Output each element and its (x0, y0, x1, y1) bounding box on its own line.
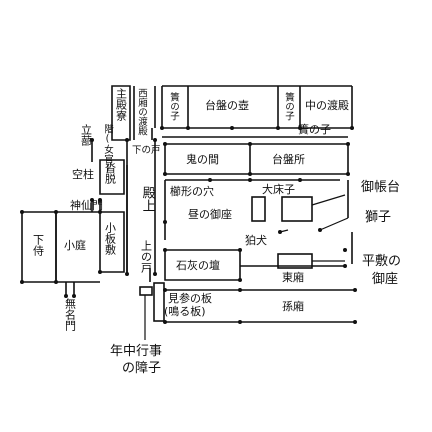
pillar-dots (20, 126, 357, 324)
hiru-no-goza-outline (164, 179, 340, 240)
label-higashibisashi: 東廂 (282, 271, 304, 284)
leader-shishi (319, 217, 349, 231)
koitajiki-box (99, 211, 125, 273)
label-naka-no-watadono: 中の渡殿 (305, 99, 349, 112)
label-daibandokoro: 台盤所 (272, 153, 305, 166)
north-outer-wall (161, 86, 353, 129)
michodai-box (281, 196, 313, 222)
label-kenzan-2: (鳴る板) (164, 305, 206, 318)
label-nishibisashi-watadono: 西廂の渡殿 (135, 88, 147, 136)
label-komainu: 狛犬 (245, 234, 267, 247)
label-shishi: 獅子 (365, 210, 392, 225)
west-corridor (133, 86, 156, 140)
label-shimo-no-to: 下の戸 (132, 145, 161, 156)
daibandokoro-box (250, 143, 349, 175)
label-koniwa: 小庭 (64, 239, 86, 252)
label-shimozamurai: 下侍 (31, 234, 45, 256)
label-nenchu-1: 年中行事 (110, 344, 163, 359)
label-sunoko-2: 簀の子 (282, 92, 294, 121)
label-sunoko-3: 簀の子 (298, 123, 331, 136)
label-nenchu-2: の障子 (122, 361, 162, 376)
label-kushigata-no-ana: 櫛形の穴 (170, 185, 214, 198)
label-kenzan-1: 見参の板 (168, 292, 212, 305)
label-koitajiki: 小板敷 (103, 222, 117, 255)
leader-michodai (311, 194, 346, 206)
kutsunugi-box (99, 159, 125, 195)
corridor-dividers (187, 86, 301, 128)
label-sekkai-no-dan: 石灰の壇 (176, 259, 220, 272)
label-kutsunugi: 沓脱 (103, 162, 117, 184)
label-shinsenmon: 神仙門 (70, 199, 103, 212)
label-shuden: 主殿寮 (114, 88, 128, 121)
kenzan-board (153, 282, 165, 322)
daishoji-box (251, 196, 266, 222)
label-hiru-no-goza: 昼の御座 (188, 208, 232, 221)
label-kami-no-to: 上の戸 (139, 240, 153, 273)
shuden-box (111, 85, 131, 141)
label-tachijitomi: 立蔀 (79, 124, 93, 146)
east-wall (347, 180, 353, 264)
nenchu-screen (139, 286, 153, 296)
label-utsuobashira: 空柱 (72, 168, 94, 181)
label-michodai: 御帳台 (361, 180, 401, 195)
label-kaijo: 階(女官) (101, 124, 113, 175)
label-hiramashiki-2: 御座 (372, 272, 399, 287)
label-daishoji: 大床子 (262, 183, 295, 196)
label-magobisashi: 孫廂 (282, 300, 304, 313)
label-hiramashiki-1: 平敷の (362, 254, 402, 269)
label-oni-no-ma: 鬼の間 (186, 153, 219, 166)
mumyomon-fence (65, 282, 75, 296)
label-daibandokoro-tsubone: 台盤の壺 (205, 99, 249, 112)
label-sunoko-1: 簀の子 (167, 92, 179, 121)
label-mumyomon: 無名門 (63, 298, 77, 331)
label-denjo: 殿上 (139, 186, 155, 212)
